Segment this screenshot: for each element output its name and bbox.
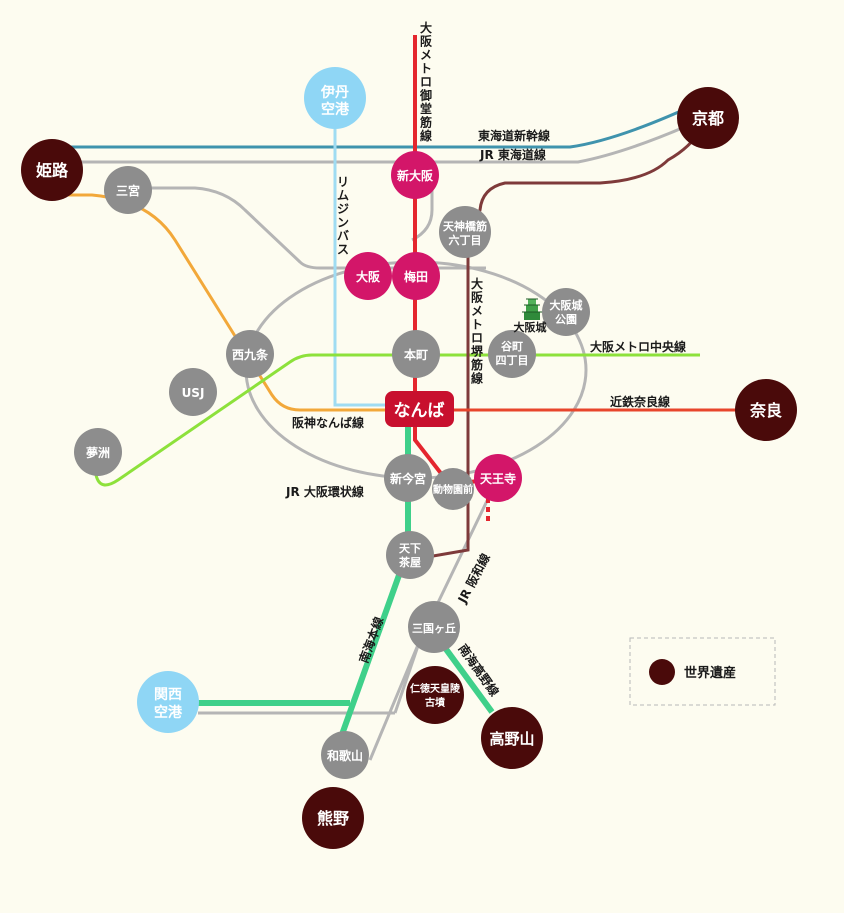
svg-text:夢洲: 夢洲 xyxy=(86,445,110,460)
station-umeda[interactable]: 梅田 xyxy=(392,252,440,300)
svg-text:谷町四丁目: 谷町四丁目 xyxy=(496,339,529,367)
svg-text:仁徳天皇陵古墳: 仁徳天皇陵古墳 xyxy=(410,682,461,709)
station-osakajokoen[interactable]: 大阪城公園 xyxy=(542,288,590,336)
station-kansai-label-2: 空港 xyxy=(154,704,183,721)
station-tengachaya-label-1: 天下 xyxy=(399,542,421,555)
station-namba[interactable]: なんば xyxy=(385,391,454,427)
svg-text:天神橋筋六丁目: 天神橋筋六丁目 xyxy=(443,219,487,247)
label-tokaido-shinkansen: 東海道新幹線 xyxy=(478,128,550,143)
station-nintoku-label-2: 古墳 xyxy=(425,696,446,709)
station-itami[interactable]: 伊丹空港 xyxy=(304,67,366,129)
legend-heritage-swatch xyxy=(649,659,675,685)
station-osakajokoen-label-1: 大阪城 xyxy=(550,298,583,312)
label-limo: リムジンバス xyxy=(337,175,349,257)
svg-text:奈良: 奈良 xyxy=(749,401,782,420)
midosuji-line xyxy=(413,35,499,488)
station-tengachaya[interactable]: 天下茶屋 xyxy=(386,531,434,579)
station-osaka[interactable]: 大阪 xyxy=(344,252,392,300)
station-kumano[interactable]: 熊野 xyxy=(302,787,364,849)
label-kintetsu-nara: 近鉄奈良線 xyxy=(610,394,670,409)
station-mikunigaoka[interactable]: 三国ヶ丘 xyxy=(408,601,460,653)
station-yumeshima[interactable]: 夢洲 xyxy=(74,428,122,476)
svg-text:和歌山: 和歌山 xyxy=(326,748,363,763)
tokaido-shinkansen-line xyxy=(52,98,706,149)
label-midosuji: 大阪メトロ御堂筋線 xyxy=(419,20,433,143)
svg-text:西九条: 西九条 xyxy=(232,347,269,362)
label-hanshin-namba: 阪神なんば線 xyxy=(292,415,364,430)
station-dobutsuen[interactable]: 動物園前 xyxy=(432,468,474,510)
svg-text:姫路: 姫路 xyxy=(36,161,69,180)
svg-text:天王寺: 天王寺 xyxy=(480,471,516,486)
svg-text:京都: 京都 xyxy=(692,109,724,128)
svg-text:高野山: 高野山 xyxy=(489,730,534,748)
station-nintoku[interactable]: 仁徳天皇陵古墳 xyxy=(406,666,464,724)
svg-text:天下茶屋: 天下茶屋 xyxy=(398,542,421,569)
svg-text:熊野: 熊野 xyxy=(317,809,349,828)
sakaisuji-line xyxy=(409,117,710,562)
svg-text:新大阪: 新大阪 xyxy=(397,168,434,183)
station-tanimachi-label-1: 谷町 xyxy=(501,339,523,353)
station-shinimamiya[interactable]: 新今宮 xyxy=(384,454,432,502)
svg-text:関西空港: 関西空港 xyxy=(154,687,183,721)
station-itami-label-2: 空港 xyxy=(321,101,350,118)
station-tenjinbashi-label-2: 六丁目 xyxy=(449,233,482,247)
label-sakaisuji: 大阪メトロ堺筋線 xyxy=(470,276,484,386)
svg-text:本町: 本町 xyxy=(404,347,428,362)
svg-text:三国ヶ丘: 三国ヶ丘 xyxy=(412,622,456,635)
station-tenjinbashi[interactable]: 天神橋筋六丁目 xyxy=(439,206,491,258)
station-nintoku-label-1: 仁徳天皇陵 xyxy=(410,682,461,695)
station-himeji[interactable]: 姫路 xyxy=(21,139,83,201)
station-tennoji[interactable]: 天王寺 xyxy=(474,454,522,502)
station-kansai[interactable]: 関西空港 xyxy=(137,671,199,733)
station-wakayama[interactable]: 和歌山 xyxy=(321,731,369,779)
svg-text:なんば: なんば xyxy=(394,401,445,421)
label-nankai-main: 南海本線 xyxy=(356,615,387,665)
station-itami-label-1: 伊丹 xyxy=(320,84,349,101)
osaka-castle-label: 大阪城 xyxy=(514,320,547,334)
station-tengachaya-label-2: 茶屋 xyxy=(398,555,421,569)
svg-text:動物園前: 動物園前 xyxy=(433,483,473,496)
chuo-line xyxy=(94,353,700,487)
svg-text:三宮: 三宮 xyxy=(116,183,140,198)
svg-text:伊丹空港: 伊丹空港 xyxy=(320,84,350,118)
station-tanimachi-label-2: 四丁目 xyxy=(496,354,529,367)
station-shinosaka[interactable]: 新大阪 xyxy=(391,151,439,199)
svg-text:大阪: 大阪 xyxy=(356,269,381,284)
station-osakajokoen-label-2: 公園 xyxy=(555,313,577,326)
station-honmachi[interactable]: 本町 xyxy=(392,330,440,378)
label-jr-tokaido: JR 東海道線 xyxy=(479,147,546,162)
station-sannomiya[interactable]: 三宮 xyxy=(104,166,152,214)
station-nishikujo[interactable]: 西九条 xyxy=(226,330,274,378)
svg-text:新今宮: 新今宮 xyxy=(390,471,426,486)
station-kansai-label-1: 関西 xyxy=(154,687,182,703)
label-jr-loop: JR 大阪環状線 xyxy=(285,484,364,499)
castle-icon xyxy=(522,298,542,320)
svg-text:USJ: USJ xyxy=(182,386,205,400)
svg-text:大阪城公園: 大阪城公園 xyxy=(550,298,583,326)
svg-text:梅田: 梅田 xyxy=(404,269,428,284)
station-nara[interactable]: 奈良 xyxy=(735,379,797,441)
station-tanimachi[interactable]: 谷町四丁目 xyxy=(488,330,536,378)
legend-heritage-label: 世界遺産 xyxy=(684,665,736,681)
station-koyasan[interactable]: 高野山 xyxy=(481,707,543,769)
station-kyoto[interactable]: 京都 xyxy=(677,87,739,149)
legend: 世界遺産 xyxy=(629,637,776,706)
label-chuo: 大阪メトロ中央線 xyxy=(590,339,686,354)
station-usj[interactable]: USJ xyxy=(169,368,217,416)
station-tenjinbashi-label-1: 天神橋筋 xyxy=(443,219,487,233)
